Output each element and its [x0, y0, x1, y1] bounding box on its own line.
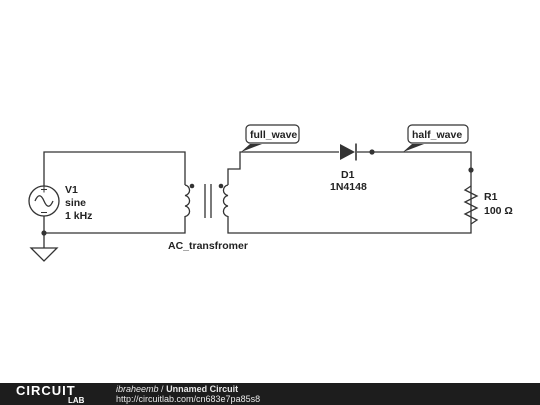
- r1-value-label: 100 Ω: [484, 205, 513, 217]
- circuit-title: Unnamed Circuit: [166, 384, 239, 394]
- circuitlab-logo[interactable]: CIRCUIT LAB: [16, 384, 84, 405]
- voltage-source-v1[interactable]: [28, 185, 60, 217]
- v1-name-label: V1: [65, 184, 78, 196]
- ground-junction-dot: [41, 230, 47, 236]
- logo-text-top: CIRCUIT: [16, 383, 76, 398]
- resistor-top-node-dot: [468, 167, 474, 173]
- r1-name-label: R1: [484, 191, 498, 203]
- d1-part-label: 1N4148: [330, 181, 367, 193]
- d1-name-label: D1: [341, 169, 355, 181]
- transformer-symbol[interactable]: [184, 183, 229, 218]
- v1-type-label: sine: [65, 197, 86, 209]
- diode-junction-dot: [369, 149, 375, 155]
- net-label-full-wave[interactable]: full_wave: [241, 124, 300, 152]
- half-wave-label-text: half_wave: [412, 129, 462, 141]
- secondary-wires: [227, 151, 472, 234]
- circuit-schematic: V1 sine 1 kHz AC_transfromer D1 1N4148 R…: [28, 124, 513, 262]
- diode-d1[interactable]: [340, 143, 357, 161]
- circuit-url-link[interactable]: http://circuitlab.com/cn683e7pa85s8: [116, 394, 261, 404]
- title-separator: /: [161, 384, 164, 394]
- logo-text-bottom: LAB: [68, 396, 85, 405]
- net-label-half-wave[interactable]: half_wave: [403, 124, 469, 152]
- v1-frequency-label: 1 kHz: [65, 210, 92, 222]
- resistor-r1[interactable]: [463, 185, 479, 225]
- footer-bar: CIRCUIT LAB ibraheemb / Unnamed Circuit …: [0, 383, 540, 405]
- author-name[interactable]: ibraheemb: [116, 384, 159, 394]
- transformer-name-label: AC_transfromer: [168, 240, 248, 252]
- ground-symbol[interactable]: [29, 233, 59, 262]
- primary-wires: [43, 151, 186, 234]
- footer-title-line: ibraheemb / Unnamed Circuit: [116, 384, 238, 395]
- full-wave-label-text: full_wave: [250, 129, 297, 141]
